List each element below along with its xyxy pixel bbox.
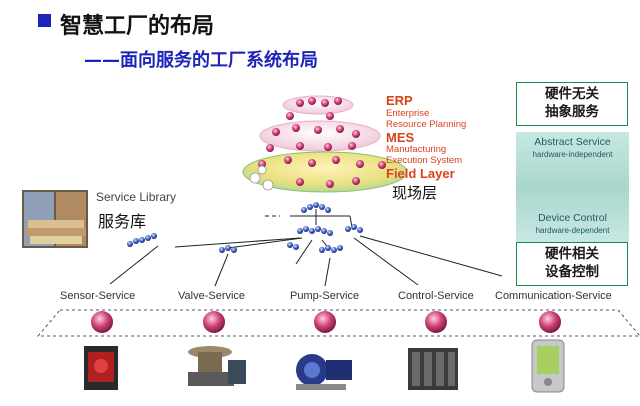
sensor-service-label: Sensor-Service <box>60 290 136 302</box>
field-layer-cn-label: 现场层 <box>392 184 438 202</box>
mes-desc-1: Manufacturing <box>386 144 447 155</box>
erp-desc-2: Resource Planning <box>386 119 467 130</box>
page-subtitle: ——面向服务的工厂系统布局 <box>84 50 318 71</box>
hardware-independent-box: 硬件无关 抽象服务 <box>516 82 628 126</box>
field-layer-label: Field Layer <box>386 166 455 181</box>
connection-lines <box>109 209 503 287</box>
service-node-clusters <box>127 202 363 253</box>
service-library-label: Service Library <box>96 190 177 204</box>
controller-device-image <box>408 348 458 390</box>
hw-dependent-line2: 设备控制 <box>545 264 599 280</box>
service-library-cn-label: 服务库 <box>98 212 147 231</box>
device-service-nodes <box>91 311 561 333</box>
hw-dependent-line1: 硬件相关 <box>545 246 599 262</box>
hw-independent-line1: 硬件无关 <box>545 86 599 102</box>
pump-device-image <box>296 354 352 390</box>
abstraction-panel <box>516 132 629 242</box>
field-bus <box>36 309 640 337</box>
title-bullet <box>38 14 51 27</box>
hardware-dependent-box: 硬件相关 设备控制 <box>516 242 628 286</box>
control-service-label: Control-Service <box>398 290 474 302</box>
device-control-label: Device Control <box>538 212 607 224</box>
sensor-device-image <box>84 346 118 390</box>
valve-device-image <box>188 346 246 386</box>
mes-label: MES <box>386 130 415 145</box>
pyramid-graphic <box>242 95 408 193</box>
handheld-device-image <box>531 339 565 393</box>
abstract-service-label: Abstract Service <box>534 136 611 148</box>
erp-desc-1: Enterprise <box>386 108 430 119</box>
erp-label: ERP <box>386 93 413 108</box>
pump-service-label: Pump-Service <box>290 290 360 302</box>
page-title: 智慧工厂的布局 <box>60 14 215 39</box>
valve-service-label: Valve-Service <box>178 290 246 302</box>
abstract-service-sub: hardware-independent <box>532 150 613 159</box>
service-library-image <box>22 190 88 248</box>
mes-desc-2: Execution System <box>386 155 463 166</box>
device-control-sub: hardware-dependent <box>535 226 610 235</box>
communication-service-label: Communication-Service <box>495 290 612 302</box>
hw-independent-line2: 抽象服务 <box>545 104 599 120</box>
